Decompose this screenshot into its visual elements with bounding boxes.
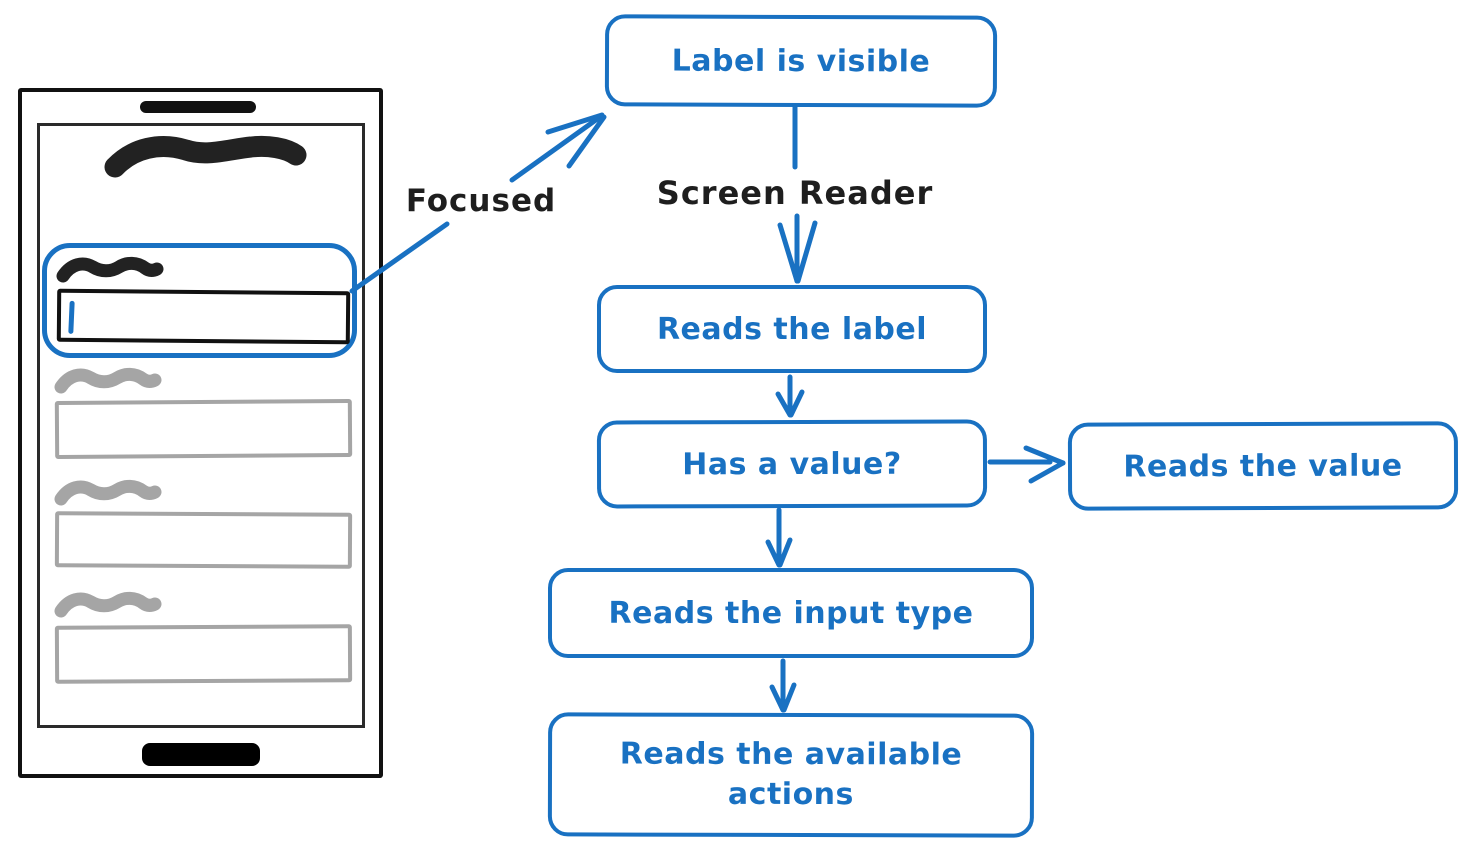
arrow-reads-input-type-to-actions <box>769 658 797 713</box>
text-cursor-icon <box>68 300 75 334</box>
flow-node-label: Reads the available actions <box>619 736 963 813</box>
flow-node-has-value: Has a value? <box>596 419 988 509</box>
arrow-has-value-to-reads-input-type <box>765 507 793 568</box>
phone-frame <box>18 88 383 778</box>
flow-node-label: Reads the input type <box>608 595 974 631</box>
focused-input-field <box>56 288 351 345</box>
flow-node-reads-value: Reads the value <box>1067 421 1459 511</box>
flow-node-label: Reads the value <box>1123 448 1403 484</box>
screen-reader-label: Screen Reader <box>656 174 934 212</box>
flow-node-reads-available-actions: Reads the available actions <box>547 712 1035 838</box>
flow-node-label: Reads the label <box>656 311 928 347</box>
phone-home-button <box>142 743 260 766</box>
focused-label: Focused <box>405 183 557 219</box>
input-field <box>54 624 353 684</box>
flow-node-label-visible: Label is visible <box>604 14 998 108</box>
arrow-has-value-to-reads-value <box>987 445 1066 484</box>
focused-field-group <box>42 243 357 358</box>
input-field <box>54 398 353 460</box>
flow-node-reads-label: Reads the label <box>597 285 987 373</box>
flow-node-label: Has a value? <box>682 446 902 482</box>
flow-node-reads-input-type: Reads the input type <box>548 568 1034 658</box>
arrow-reads-label-to-has-value <box>775 374 805 418</box>
phone-speaker <box>140 101 256 113</box>
input-field <box>54 511 353 569</box>
flow-node-label: Label is visible <box>671 43 931 79</box>
